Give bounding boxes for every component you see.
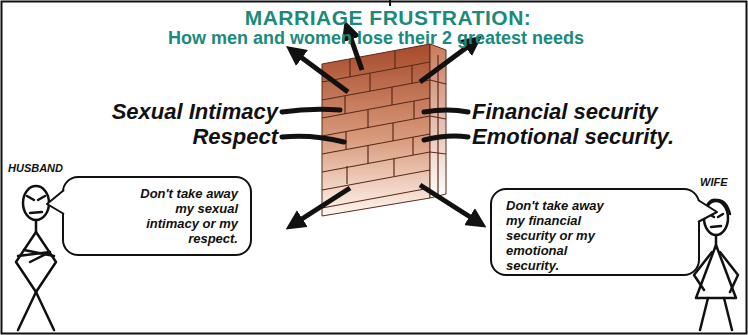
need-label: Financial security — [472, 99, 732, 125]
wife-figure — [694, 200, 738, 330]
need-label: Respect — [40, 124, 278, 150]
diagram-title: MARRIAGE FRUSTRATION: — [0, 6, 748, 30]
radiating-arrows — [294, 30, 478, 224]
bubble-tail — [47, 190, 64, 214]
bubble-tail — [697, 200, 717, 222]
person-label: HUSBAND — [8, 162, 88, 174]
bubble-tail — [698, 200, 717, 222]
need-label: Sexual Intimacy — [40, 99, 278, 125]
frame-tick — [389, 0, 391, 6]
speech-bubble: Don't take away my sexual intimacy or my… — [62, 176, 252, 256]
person-label: WIFE — [700, 176, 744, 188]
subtitle: How men and women lose their 2 greatest … — [0, 28, 748, 49]
bubble-text: Don't take away my financial security or… — [506, 198, 608, 273]
speech-bubble: Don't take away my financial security or… — [490, 188, 700, 276]
need-label: Emotional security. — [472, 124, 732, 150]
husband-figure — [16, 186, 56, 330]
need-bars — [282, 109, 468, 142]
bubble-text: Don't take away my sexual intimacy or my… — [134, 186, 238, 246]
bubble-tail — [47, 190, 65, 214]
